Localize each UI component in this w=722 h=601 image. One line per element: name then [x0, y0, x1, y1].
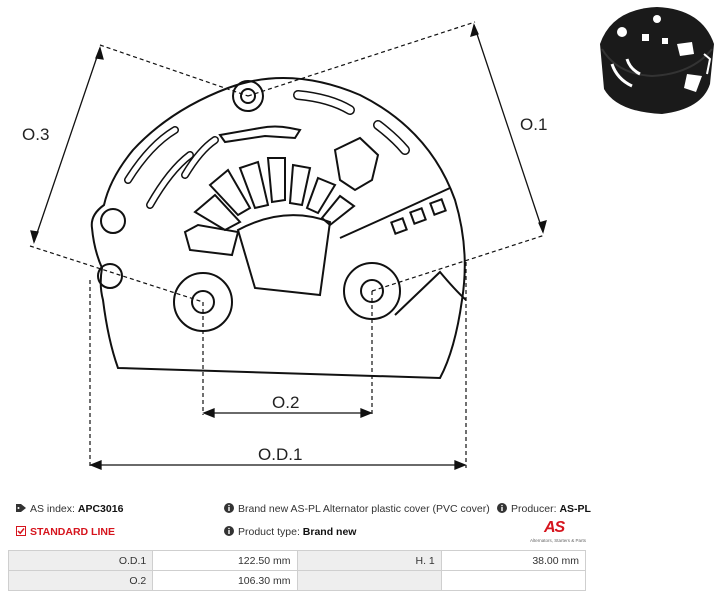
product-type: Product type: Brand new	[224, 526, 356, 538]
table-row: O.2 106.30 mm	[7, 570, 587, 591]
standard-line: STANDARD LINE	[16, 526, 115, 538]
as-index: AS index: APC3016	[16, 503, 123, 515]
spec-table: O.D.1 122.50 mm H. 1 38.00 mm O.2 106.30…	[7, 550, 587, 591]
tag-icon	[16, 504, 26, 512]
as-pl-logo: AS Alternators, Starters & Parts	[530, 519, 587, 543]
spec-label: O.2	[7, 570, 154, 591]
technical-drawing: O.3 O.1 O.2 O.D.1	[22, 21, 547, 470]
spec-label: H. 1	[296, 550, 442, 571]
spec-value: 122.50 mm	[152, 550, 298, 571]
dim-od1-label: O.D.1	[258, 445, 302, 464]
info-icon	[224, 503, 234, 513]
spec-value	[440, 570, 587, 591]
top-boss	[232, 80, 264, 112]
cover-outline	[90, 77, 466, 380]
spec-value: 106.30 mm	[152, 570, 298, 591]
checkbox-icon	[16, 526, 26, 536]
spec-value: 38.00 mm	[440, 550, 587, 571]
info-icon	[497, 503, 507, 513]
dim-o3-label: O.3	[22, 125, 49, 144]
table-row: O.D.1 122.50 mm H. 1 38.00 mm	[7, 550, 587, 571]
dim-o2-label: O.2	[272, 393, 299, 412]
producer: Producer: AS-PL	[497, 503, 591, 515]
dim-o1-label: O.1	[520, 115, 547, 134]
spec-label: O.D.1	[7, 550, 154, 571]
description: Brand new AS-PL Alternator plastic cover…	[224, 503, 490, 515]
product-photo	[600, 7, 714, 114]
info-icon	[224, 526, 234, 536]
spec-label	[296, 570, 442, 591]
